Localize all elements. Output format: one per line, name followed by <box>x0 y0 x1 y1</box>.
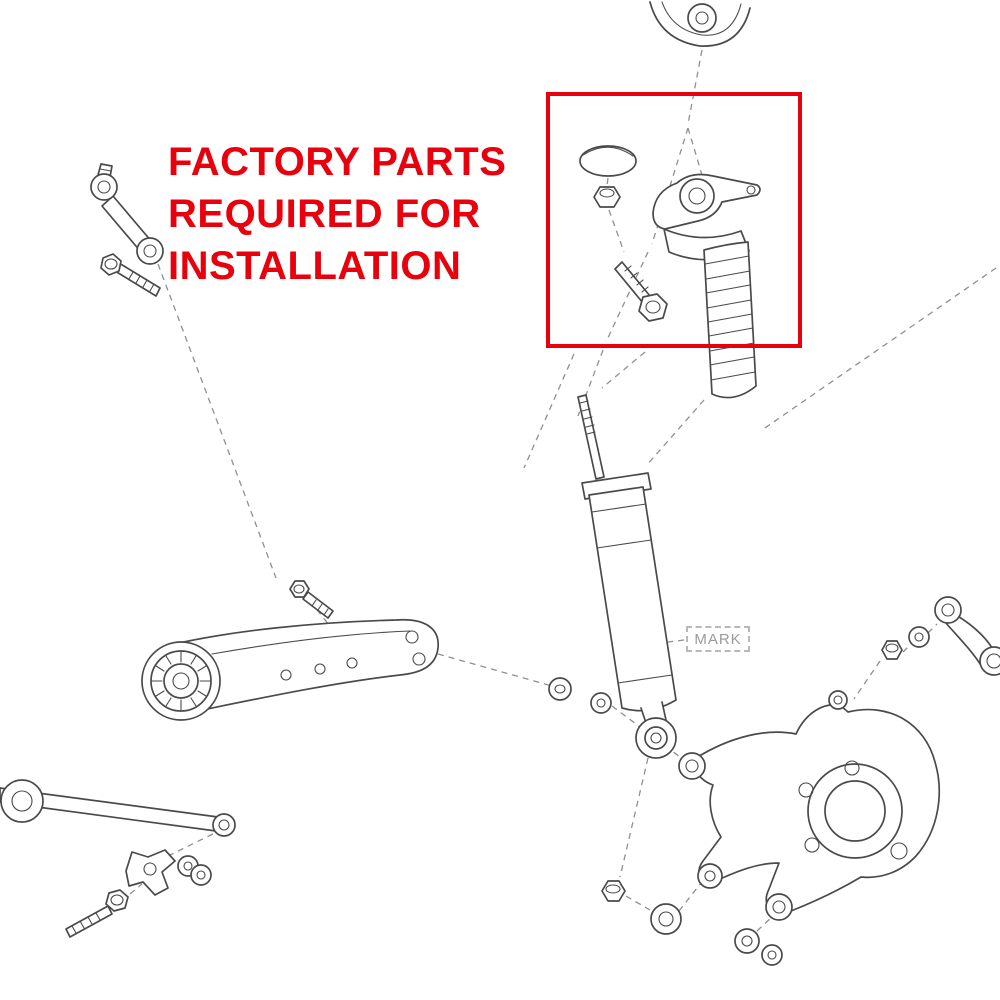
knuckle-fasteners <box>601 880 783 966</box>
mount-nut <box>593 186 621 208</box>
washer-stack <box>177 855 212 886</box>
annotation-line-3: INSTALLATION <box>168 244 462 288</box>
top-mount-fragment <box>649 1 751 47</box>
upper-control-arm <box>881 596 1000 676</box>
lower-arm-bolt <box>65 889 129 938</box>
annotation-line-1: FACTORY PARTS <box>168 140 507 184</box>
trailing-arm <box>141 618 439 721</box>
mark-label: MARK <box>686 626 750 652</box>
lateral-arm <box>0 779 236 837</box>
factory-parts-annotation: FACTORY PARTS REQUIRED FOR INSTALLATION <box>168 136 506 292</box>
annotation-line-2: REQUIRED FOR <box>168 192 481 236</box>
assembly-guide-lines <box>129 49 997 932</box>
shock-washer-nut <box>548 677 612 714</box>
highlight-box <box>546 92 802 348</box>
stabilizer-link <box>90 163 164 265</box>
knuckle <box>678 690 941 921</box>
mount-cap <box>579 145 637 177</box>
mount-bolt <box>614 261 668 322</box>
stabilizer-bolt <box>100 253 161 297</box>
mount-bracket <box>125 849 176 896</box>
trailing-arm-bolt <box>289 580 334 619</box>
shock-absorber <box>577 394 677 759</box>
